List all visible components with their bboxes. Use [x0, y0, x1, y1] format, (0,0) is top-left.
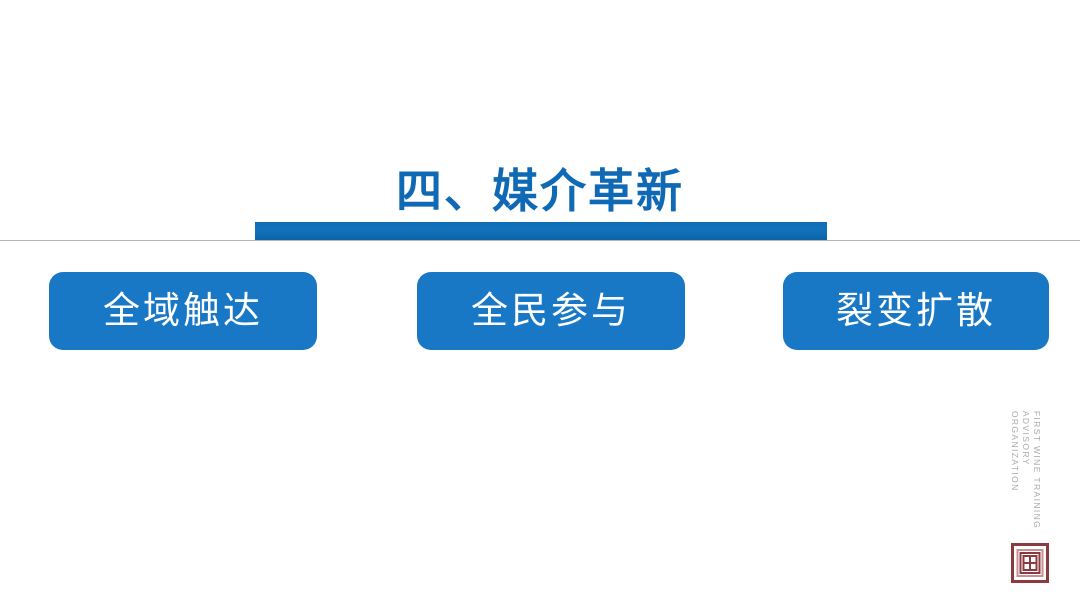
- brand-caption-line-2: ADVISORY: [1021, 410, 1031, 466]
- header-divider: [0, 240, 1080, 241]
- title-container: 四、媒介革新: [0, 132, 1080, 250]
- pill-button-3[interactable]: 裂变扩散: [783, 272, 1049, 350]
- brand-caption: FIRST WINE TRAINING ADVISORY ORGANIZATIO…: [1004, 411, 1048, 529]
- pill-button-1-label: 全域触达: [103, 289, 263, 332]
- pill-button-2[interactable]: 全民参与: [417, 272, 685, 350]
- brand-caption-line-1: FIRST WINE TRAINING: [1032, 410, 1042, 530]
- pill-button-2-label: 全民参与: [471, 289, 631, 332]
- brand-caption-lines: FIRST WINE TRAINING ADVISORY ORGANIZATIO…: [1010, 411, 1042, 529]
- keyword-pill-row: 全域触达 全民参与 裂变扩散: [0, 272, 1080, 350]
- pill-button-3-label: 裂变扩散: [836, 289, 996, 332]
- brand-caption-line-3: ORGANIZATION: [1010, 410, 1020, 492]
- page-title: 四、媒介革新: [396, 163, 684, 218]
- seal-logo-icon: [1011, 543, 1049, 583]
- pill-button-1[interactable]: 全域触达: [49, 272, 317, 350]
- title-accent-bar: [255, 222, 827, 240]
